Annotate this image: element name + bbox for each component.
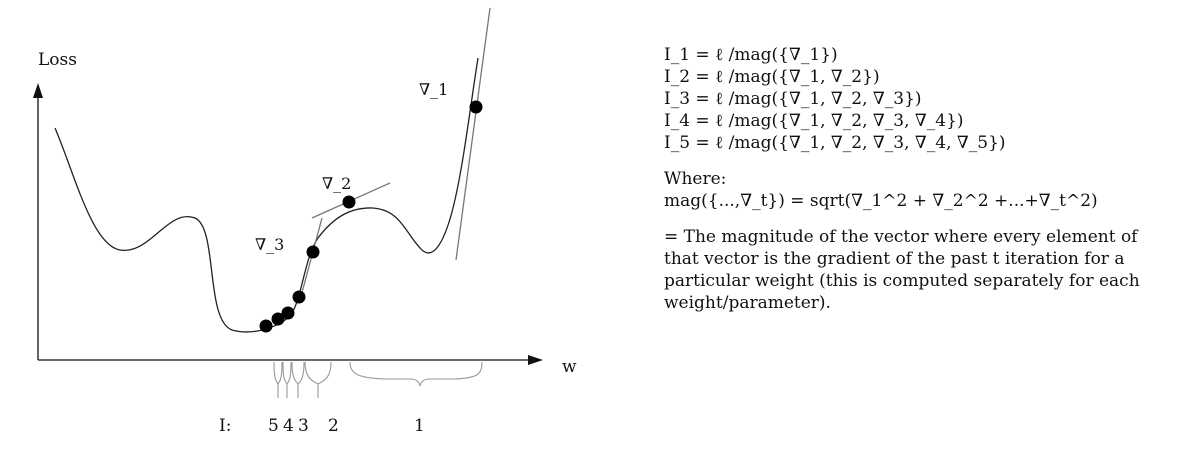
gradient-point-6: [271, 312, 285, 326]
interval-prefix: I:: [219, 416, 231, 436]
gradient-label-3: ∇_3: [255, 235, 284, 254]
interval-brace-5: [273, 361, 283, 398]
tangent-line-1: [455, 7, 491, 261]
equation-i3: I_3 = ℓ /mag({∇_1, ∇_2, ∇_3}): [664, 89, 922, 109]
tangent-line-3: [299, 217, 323, 301]
equation-i1: I_1 = ℓ /mag({∇_1}): [664, 45, 838, 65]
mag-definition: mag({...,∇_t}) = sqrt(∇_1^2 + ∇_2^2 +...…: [664, 191, 1098, 211]
gradient-label-1: ∇_1: [419, 80, 448, 99]
interval-label-1: 1: [414, 416, 425, 436]
magnitude-explanation: = The magnitude of the vector where ever…: [664, 227, 1140, 313]
interval-brace-4: [282, 361, 292, 398]
interval-brace-1: [349, 361, 483, 387]
equation-i2: I_2 = ℓ /mag({∇_1, ∇_2}): [664, 67, 880, 87]
x-axis-label: w: [562, 357, 577, 377]
equation-i4: I_4 = ℓ /mag({∇_1, ∇_2, ∇_3, ∇_4}): [664, 111, 964, 131]
gradient-point-5: [281, 306, 295, 320]
loss-landscape-diagram: Loss w ∇_1 ∇_2 ∇_3 I: 5 4 3 2 1: [33, 7, 577, 436]
x-axis-arrow: [528, 355, 543, 365]
gradient-label-2: ∇_2: [322, 174, 351, 193]
interval-label-4: 4: [283, 416, 294, 436]
y-axis-label: Loss: [38, 50, 77, 70]
loss-curve: [54, 57, 479, 333]
interval-brace-2: [304, 361, 332, 398]
equation-i5: I_5 = ℓ /mag({∇_1, ∇_2, ∇_3, ∇_4, ∇_5}): [664, 133, 1006, 153]
gradient-point-3: [306, 245, 320, 259]
gradient-point-4: [292, 290, 306, 304]
interval-label-3: 3: [298, 416, 309, 436]
interval-brace-3: [291, 361, 305, 398]
interval-label-2: 2: [328, 416, 339, 436]
formula-panel: I_1 = ℓ /mag({∇_1}) I_2 = ℓ /mag({∇_1, ∇…: [664, 44, 1184, 314]
y-axis-arrow: [33, 83, 43, 98]
gradient-point-2: [342, 195, 356, 209]
gradient-point-7: [259, 319, 273, 333]
gradient-point-1: [469, 100, 483, 114]
where-label: Where:: [664, 169, 727, 189]
interval-label-5: 5: [268, 416, 279, 436]
